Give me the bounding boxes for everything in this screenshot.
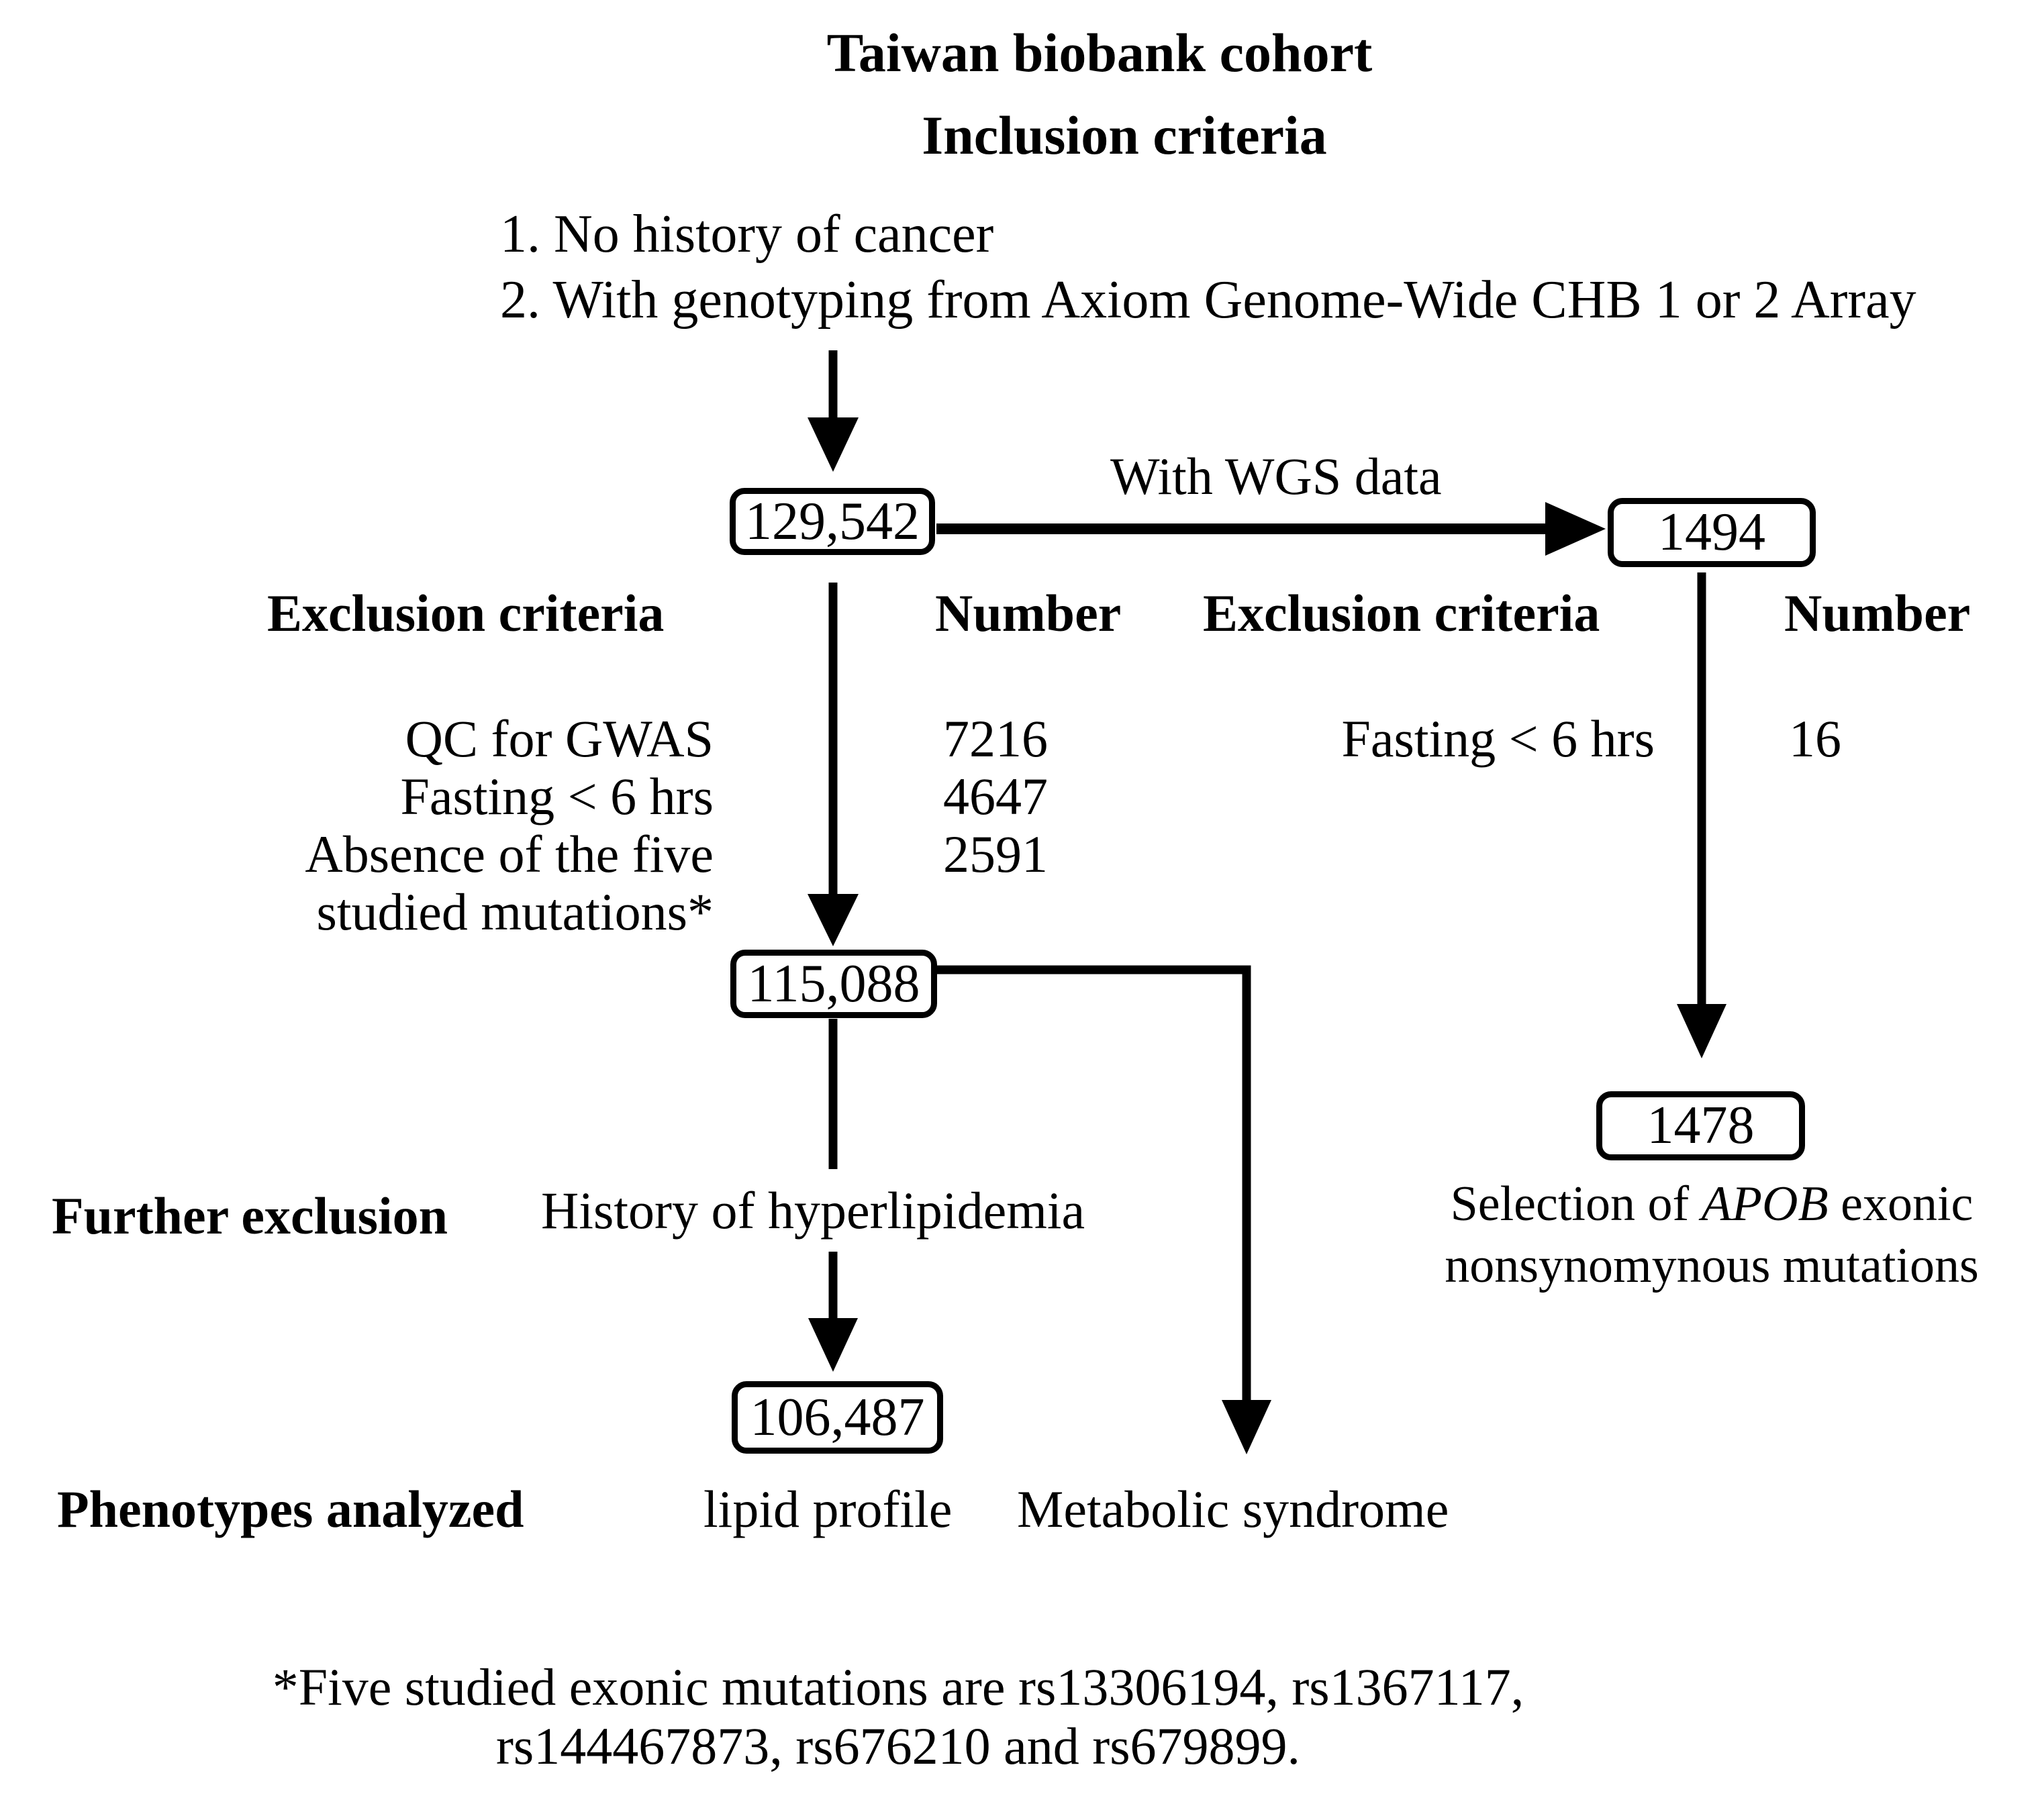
wgs-arrow-label: With WGS data [1110, 447, 1442, 505]
apob-selection-line-2: nonsynomynous mutations [1445, 1238, 1979, 1293]
right-number-header: Number [1784, 584, 1971, 642]
right-exclusion-criteria-column: Fasting < 6 hrs [1319, 710, 1655, 768]
arrowhead-wgs-to-apob [1677, 1004, 1726, 1058]
arrowhead-cohort-to-wgs [1545, 502, 1606, 556]
right-exclusion-row-number: 16 [1789, 709, 1841, 768]
apob-selection-caption: Selection of APOB exonic nonsynomynous m… [1410, 1173, 2014, 1297]
apob-selection-count-box: 1478 [1596, 1091, 1805, 1160]
inclusion-item-2: 2. With genotyping from Axiom Genome-Wid… [500, 270, 1916, 330]
arrowhead-after-exclusion-to-final [808, 1318, 858, 1372]
arrowhead-cohort-to-after-exclusion [808, 894, 859, 946]
inclusion-criteria-heading: Inclusion criteria [922, 105, 1327, 166]
left-exclusion-number-column: 7216 4647 2591 [943, 710, 1048, 883]
right-exclusion-row-criteria: Fasting < 6 hrs [1341, 709, 1655, 768]
left-exclusion-row-criteria: Absence of the five studied mutations* [305, 825, 714, 941]
footnote: *Five studied exonic mutations are rs133… [160, 1658, 1637, 1776]
further-exclusion-label: Further exclusion [52, 1187, 448, 1245]
phenotype-lipid-profile: lipid profile [703, 1480, 953, 1538]
left-exclusion-criteria-header: Exclusion criteria [267, 584, 665, 642]
wgs-count-box: 1494 [1608, 498, 1816, 567]
footnote-line-2: rs144467873, rs676210 and rs679899. [495, 1717, 1301, 1775]
inclusion-item-1: 1. No history of cancer [500, 205, 994, 264]
phenotypes-analyzed-label: Phenotypes analyzed [57, 1480, 524, 1538]
left-number-header: Number [935, 584, 1122, 642]
apob-selection-pre: Selection of [1450, 1176, 1702, 1232]
footnote-line-1: *Five studied exonic mutations are rs133… [272, 1658, 1524, 1716]
arrow-shaft-branch-metabolic [937, 965, 1251, 1404]
after-exclusion-count-box: 115,088 [730, 950, 937, 1018]
right-exclusion-number-column: 16 [1789, 710, 1841, 768]
final-count-box: 106,487 [732, 1381, 943, 1454]
left-exclusion-row-number: 2591 [943, 825, 1048, 883]
left-exclusion-criteria-column: QC for GWAS Fasting < 6 hrs Absence of t… [210, 710, 714, 941]
cohort-count-box: 129,542 [730, 488, 935, 555]
arrowhead-inclusion-to-cohort [808, 417, 859, 472]
arrowhead-branch-metabolic [1222, 1400, 1271, 1454]
left-exclusion-row-number: 4647 [943, 767, 1048, 825]
inclusion-criteria-list: 1. No history of cancer 2. With genotypi… [500, 201, 1916, 333]
left-exclusion-row-number: 7216 [943, 709, 1048, 768]
figure-title: Taiwan biobank cohort [826, 22, 1373, 83]
further-exclusion-item: History of hyperlipidemia [537, 1169, 1089, 1252]
phenotype-metabolic-syndrome: Metabolic syndrome [1017, 1480, 1449, 1538]
apob-gene-name: APOB [1701, 1176, 1829, 1232]
right-exclusion-criteria-header: Exclusion criteria [1203, 584, 1600, 642]
left-exclusion-row-criteria: QC for GWAS [405, 709, 714, 768]
apob-selection-post: exonic [1828, 1176, 1974, 1232]
apob-selection-line-1: Selection of APOB exonic [1410, 1173, 2014, 1235]
left-exclusion-row-criteria: Fasting < 6 hrs [400, 767, 714, 825]
